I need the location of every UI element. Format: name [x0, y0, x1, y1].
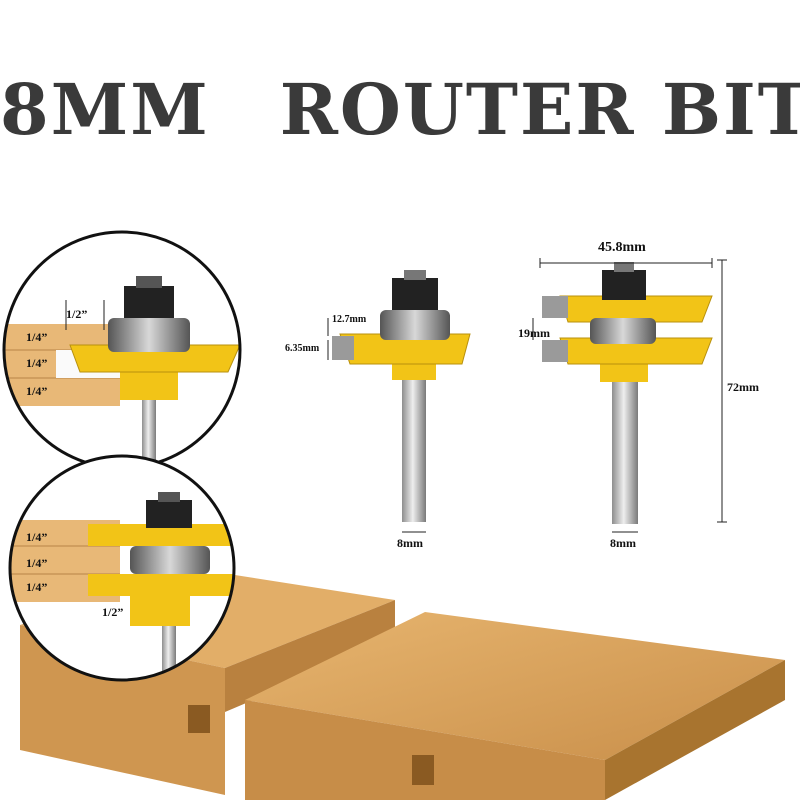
router-bit-double [542, 262, 713, 524]
shank-label-left: 8mm [397, 536, 423, 550]
quarter-label-bottom-3: 1/4” [26, 580, 48, 594]
shank-label-right: 8mm [610, 536, 636, 550]
dimension-lines [327, 258, 727, 533]
inset-top [2, 230, 242, 470]
cut-label: 19mm [518, 326, 550, 340]
page-title: 8MM ROUTER BIT [0, 68, 800, 151]
slot-label: 6.35mm [285, 343, 320, 354]
depth-label-bottom: 1/2” [102, 605, 124, 619]
depth-label-top: 1/2” [66, 307, 88, 321]
quarter-label-bottom-1: 1/4” [26, 530, 48, 544]
bearing-label: 12.7mm [332, 314, 367, 325]
quarter-label-bottom-2: 1/4” [26, 556, 48, 570]
height-label: 72mm [727, 380, 759, 394]
quarter-label-top-2: 1/4” [26, 356, 48, 370]
title-size: 8MM [0, 68, 210, 151]
inset-bottom [8, 454, 236, 682]
router-bit-single [332, 270, 471, 522]
width-label: 45.8mm [598, 240, 646, 255]
quarter-label-top-3: 1/4” [26, 384, 48, 398]
quarter-label-top-1: 1/4” [26, 330, 48, 344]
title-name: ROUTER BIT [279, 68, 800, 151]
